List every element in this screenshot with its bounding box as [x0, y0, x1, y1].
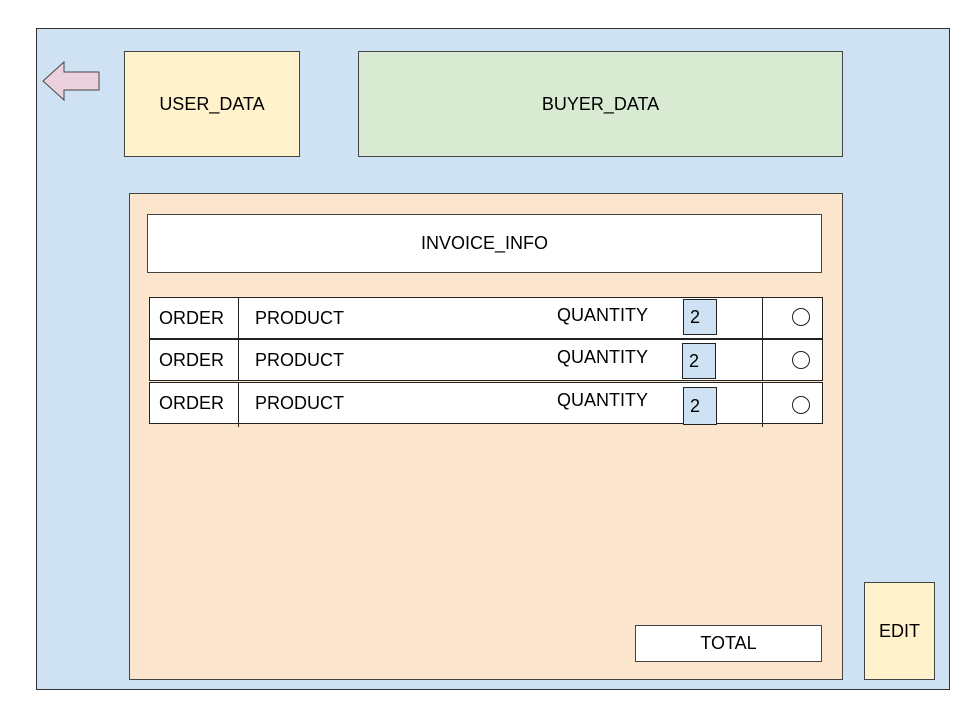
- column-divider: [762, 339, 763, 381]
- order-row: ORDER PRODUCT QUANTITY 2: [149, 339, 823, 381]
- product-label: PRODUCT: [255, 307, 344, 328]
- edit-button-label: EDIT: [878, 620, 920, 641]
- quantity-field[interactable]: 2: [682, 343, 716, 379]
- row-select-radio[interactable]: [792, 351, 810, 369]
- order-label: ORDER: [159, 349, 225, 370]
- order-label: ORDER: [159, 307, 225, 328]
- column-divider: [238, 382, 239, 427]
- column-divider: [238, 339, 239, 381]
- quantity-label: QUANTITY: [557, 346, 649, 367]
- quantity-label: QUANTITY: [557, 304, 649, 325]
- back-arrow-icon[interactable]: [42, 61, 102, 103]
- invoice-info-label: INVOICE_INFO: [420, 233, 549, 253]
- product-label: PRODUCT: [255, 392, 344, 413]
- edit-button[interactable]: EDIT: [864, 582, 935, 680]
- column-divider: [762, 382, 763, 427]
- order-label: ORDER: [159, 392, 225, 413]
- order-row: ORDER PRODUCT QUANTITY 2: [149, 382, 823, 427]
- quantity-field[interactable]: 2: [683, 387, 717, 425]
- product-label: PRODUCT: [255, 349, 344, 370]
- invoice-info-box: INVOICE_INFO: [147, 214, 822, 273]
- quantity-label: QUANTITY: [557, 389, 649, 410]
- user-data-label: USER_DATA: [159, 93, 265, 114]
- total-label: TOTAL: [700, 633, 757, 653]
- row-select-radio[interactable]: [792, 308, 810, 326]
- invoice-panel: [129, 193, 843, 680]
- column-divider: [238, 297, 239, 339]
- column-divider: [762, 297, 763, 339]
- total-box: TOTAL: [635, 625, 822, 662]
- buyer-data-label: BUYER_DATA: [541, 93, 660, 114]
- user-data-box: USER_DATA: [124, 51, 300, 157]
- quantity-field[interactable]: 2: [683, 299, 717, 335]
- row-select-radio[interactable]: [792, 396, 810, 414]
- order-row: ORDER PRODUCT QUANTITY 2: [149, 297, 823, 339]
- buyer-data-box: BUYER_DATA: [358, 51, 843, 157]
